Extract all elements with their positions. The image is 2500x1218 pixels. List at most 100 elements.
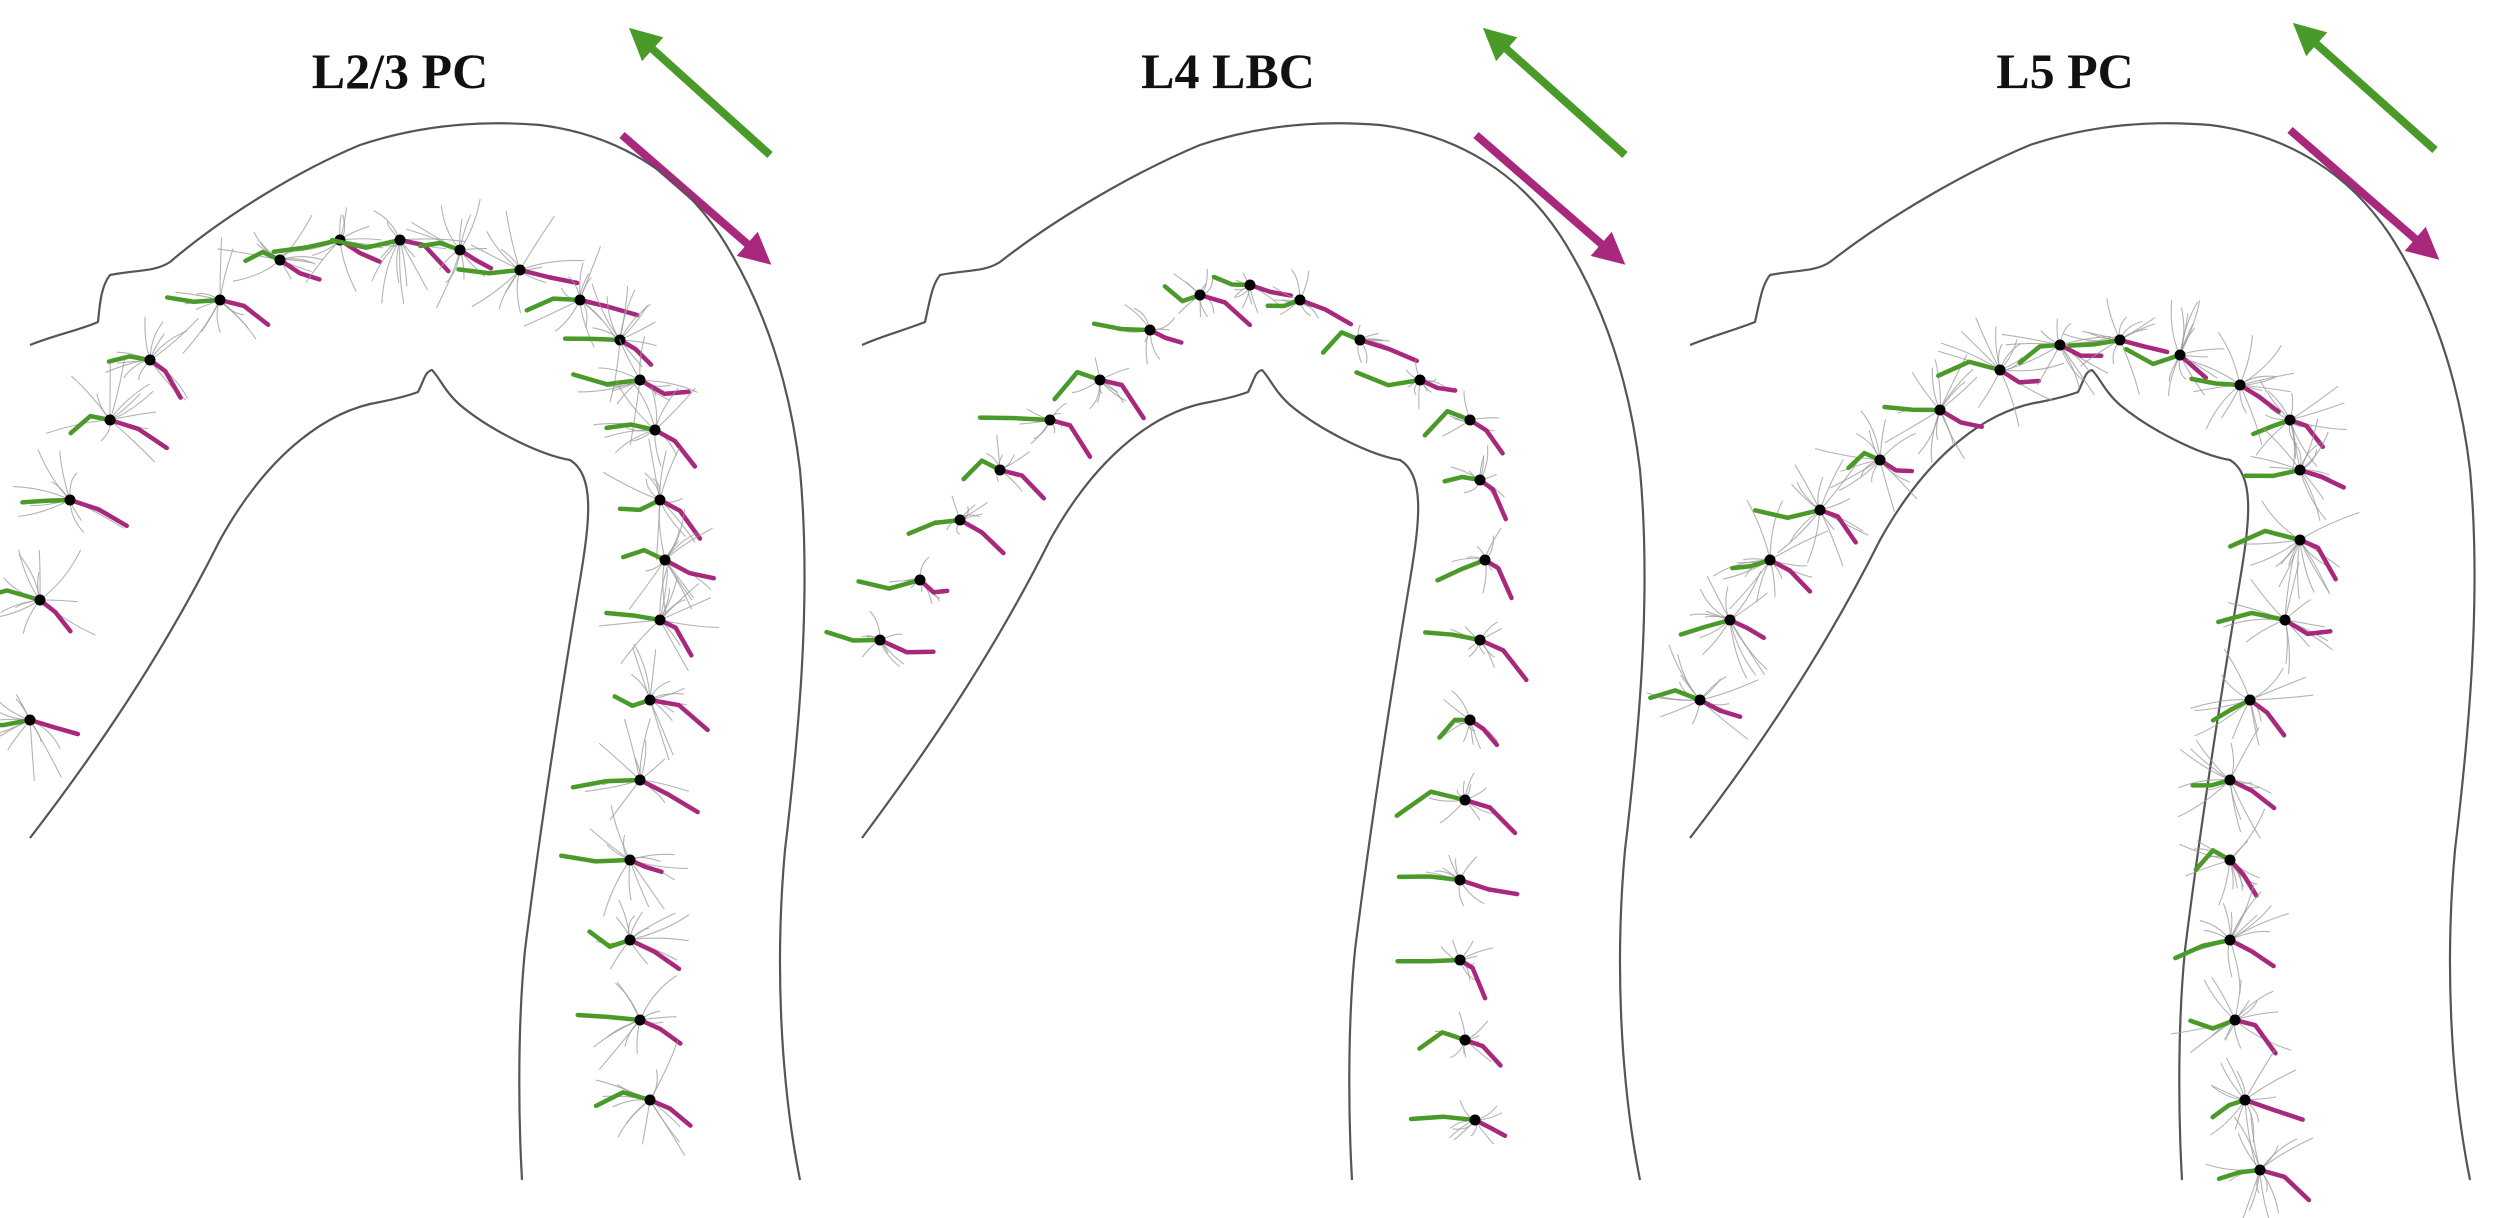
neuron-cell [1936,317,2065,427]
soma-dot [654,494,666,506]
dendrite-branch [2036,344,2061,386]
soma-dot [2234,379,2246,391]
green-process [456,267,523,276]
green-process [2017,342,2063,365]
neuron-cell [1396,854,1520,907]
green-process [604,422,658,433]
magenta-process [917,577,950,595]
panel-l5-pc: L5 PC [1646,22,2476,1218]
neuron-cell [1354,358,1458,409]
green-process [2067,337,2123,348]
neuron-cell [2210,1049,2305,1165]
green-process [1320,330,1363,355]
soma-dot [1144,324,1156,336]
magenta-process [1697,697,1743,720]
neuron-cell [1882,353,1985,463]
green-process [2123,346,2183,367]
green-process [2227,528,2303,549]
magenta-process [647,697,710,733]
green-process [2243,467,2303,479]
dendrite-branch [1769,500,1784,561]
dendrite-branch [2284,619,2288,664]
magenta-process [147,357,183,400]
dendrite-branch [649,1040,679,1101]
magenta-process [217,297,271,327]
magenta-process [37,597,73,634]
dendrite-branch [2229,727,2260,781]
soma-dot [1464,414,1476,426]
neuron-cell [1395,939,1494,1001]
soma-dot [659,554,671,566]
dendrite-branch [219,248,234,301]
dendrite-branch [2106,298,2121,341]
green-process [1730,557,1773,571]
green-process [1417,1030,1468,1051]
magenta-process [457,247,494,271]
magenta-process [2282,617,2333,637]
dendrite-branch [232,259,281,282]
green-process [1882,404,1943,413]
neuron-cell [1265,269,1354,327]
dendrite-branch [628,859,632,901]
dendrite-branch [1769,530,1829,561]
green-process [1648,688,1703,703]
dendrite-branch [649,649,657,701]
dendrite-branch [615,982,641,1021]
dendrite-branch [1729,619,1748,679]
magenta-process [637,1017,683,1046]
neuron-cell [1678,570,1768,679]
neuron-cell [1442,445,1509,522]
neuron-cell [575,975,683,1070]
panel-l4-lbc: L4 LBC [824,27,1646,1181]
magenta-process [1877,457,1915,474]
soma-dot [1994,364,2006,376]
neuron-cell [1422,390,1505,456]
soma-dot [624,934,636,946]
green-process [1395,957,1463,964]
soma-dot [1724,614,1736,626]
neuron-cell [164,237,271,354]
dendrite-branch [505,211,521,271]
dendrite-branch [470,244,521,271]
green-process [2210,697,2253,723]
soma-dot [104,414,116,426]
magenta-process [1472,1117,1508,1138]
dendrite-branch [523,299,581,327]
soma-dot [624,854,636,866]
magenta-process [2242,1097,2305,1122]
magenta-process [2247,697,2287,738]
neuron-cell [598,564,720,672]
green-process [243,249,283,264]
dendrite-branch [1930,409,1941,463]
green-process [1052,369,1103,402]
green-process [593,1090,653,1109]
dendrite-branch [659,450,667,501]
neuron-cell [271,207,397,292]
dendrite-branch [598,742,641,781]
soma-dot [1459,1034,1471,1046]
dendrite-branch [1911,372,1941,411]
dendrite-branch [1939,381,1966,411]
neuron-cell [2227,500,2360,599]
neuron-cell [856,556,950,604]
neuron-cell [2190,648,2314,746]
magenta-process [1417,377,1458,393]
dendrite-branch [2229,939,2241,994]
neuron-cell [1417,1011,1503,1068]
tissue-outline-inner [29,368,590,1181]
magenta-process [2287,417,2326,449]
neuron-cell [593,1040,693,1156]
soma-dot [274,254,286,266]
dendrite-branch [2210,1084,2246,1101]
dendrite-branch [109,411,156,421]
magenta-process [2227,937,2276,969]
soma-dot [1454,874,1466,886]
panel-title: L2/3 PC [312,43,488,99]
neuron-cell [559,805,688,917]
magenta-process [2232,1017,2278,1056]
magenta-process [2257,1167,2312,1203]
green-process [1753,507,1823,521]
green-process [1435,557,1488,583]
dendrite-branch [2220,384,2241,419]
